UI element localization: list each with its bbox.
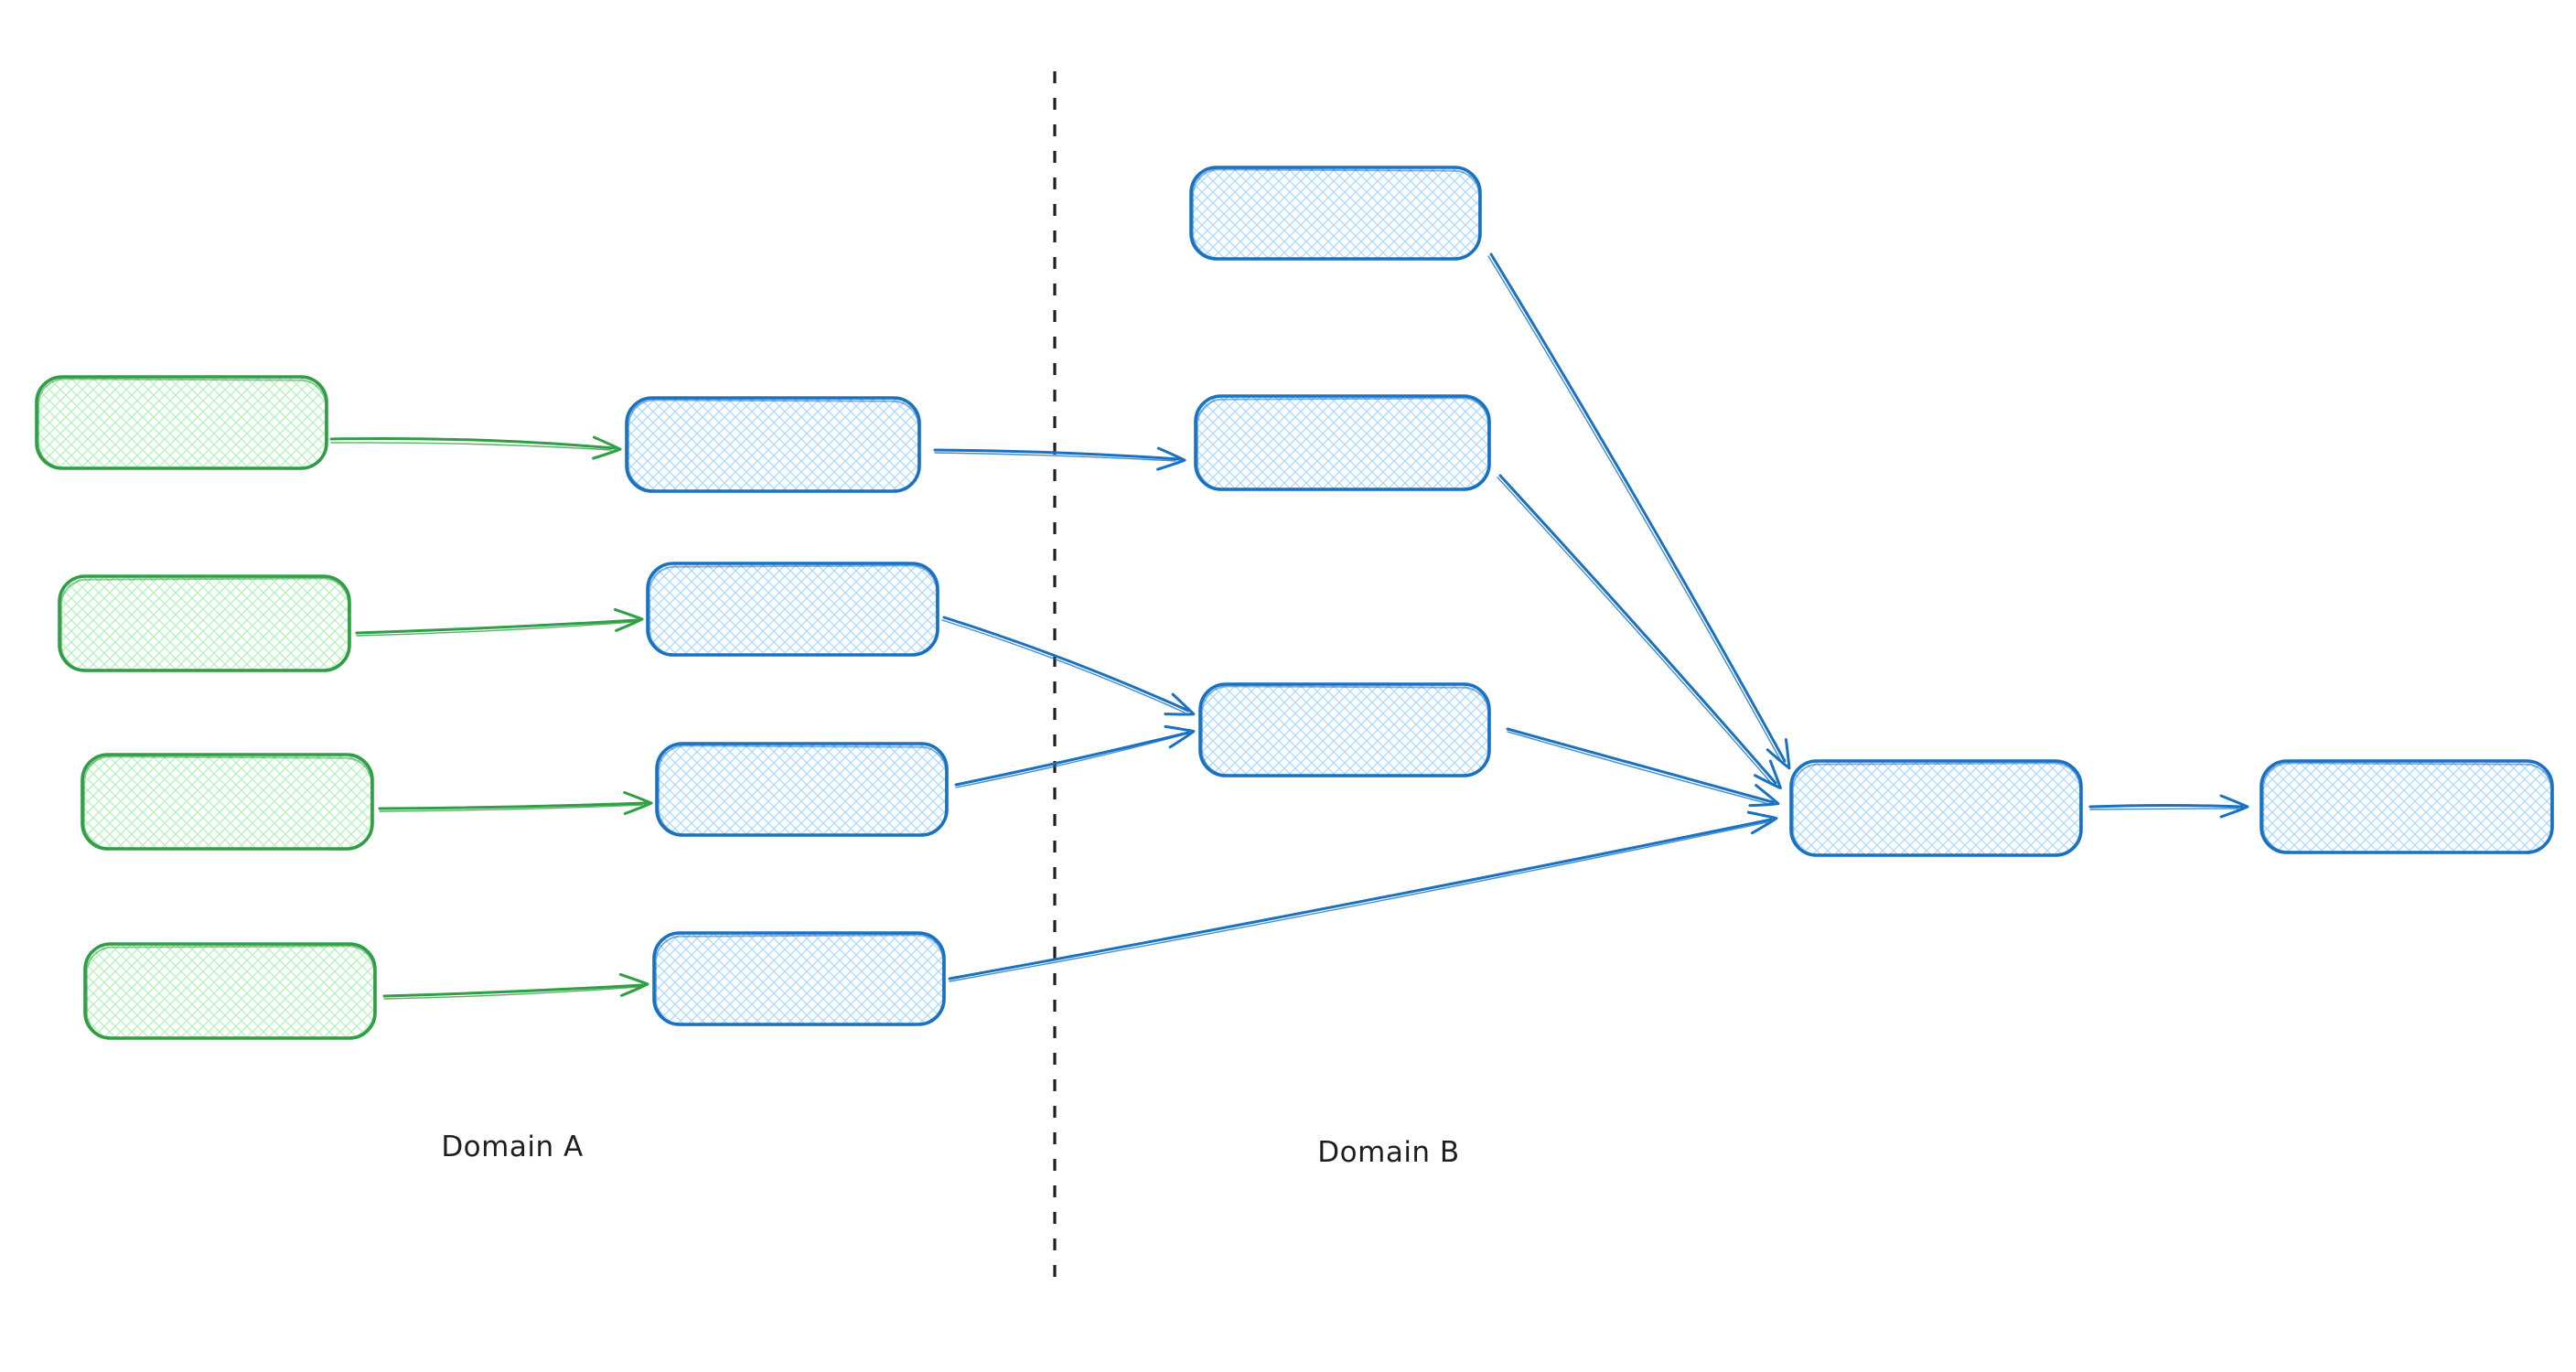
arrow-a-mid-4-to-b-merge[interactable] — [948, 808, 1778, 982]
arrow-a-source-1-to-a-mid-1[interactable] — [329, 435, 622, 460]
arrow-a-mid-3-to-b-lower[interactable] — [954, 721, 1196, 788]
domain-b-label[interactable]: Domain B — [1317, 1136, 1459, 1169]
node-a-source-3[interactable] — [80, 753, 374, 851]
node-b-lower[interactable] — [1198, 682, 1491, 777]
arrow-b-merge-to-b-final[interactable] — [2088, 794, 2249, 819]
arrow-a-source-2-to-a-mid-2[interactable] — [355, 607, 644, 637]
node-a-source-4[interactable] — [83, 942, 377, 1040]
arrow-a-mid-2-to-b-lower[interactable] — [941, 616, 1197, 724]
node-b-merge[interactable] — [1789, 759, 2083, 857]
node-a-source-1[interactable] — [35, 375, 328, 470]
node-b-upper[interactable] — [1194, 394, 1491, 491]
node-a-source-2[interactable] — [58, 574, 351, 672]
domain-a-label[interactable]: Domain A — [441, 1131, 583, 1163]
node-a-mid-1[interactable] — [625, 396, 921, 493]
node-a-mid-3[interactable] — [655, 742, 949, 837]
node-a-mid-4[interactable] — [652, 931, 946, 1026]
node-a-mid-2[interactable] — [646, 562, 939, 657]
arrow-a-source-3-to-a-mid-3[interactable] — [378, 790, 653, 815]
arrow-a-mid-1-to-b-upper[interactable] — [933, 446, 1186, 471]
arrow-b-lower-to-b-merge[interactable] — [1506, 727, 1781, 813]
node-b-top[interactable] — [1189, 166, 1482, 261]
arrow-b-top-to-b-merge[interactable] — [1487, 252, 1798, 773]
node-b-final[interactable] — [2259, 759, 2554, 854]
arrow-a-source-4-to-a-mid-4[interactable] — [382, 972, 649, 1000]
arrow-b-upper-to-b-merge[interactable] — [1497, 474, 1788, 795]
